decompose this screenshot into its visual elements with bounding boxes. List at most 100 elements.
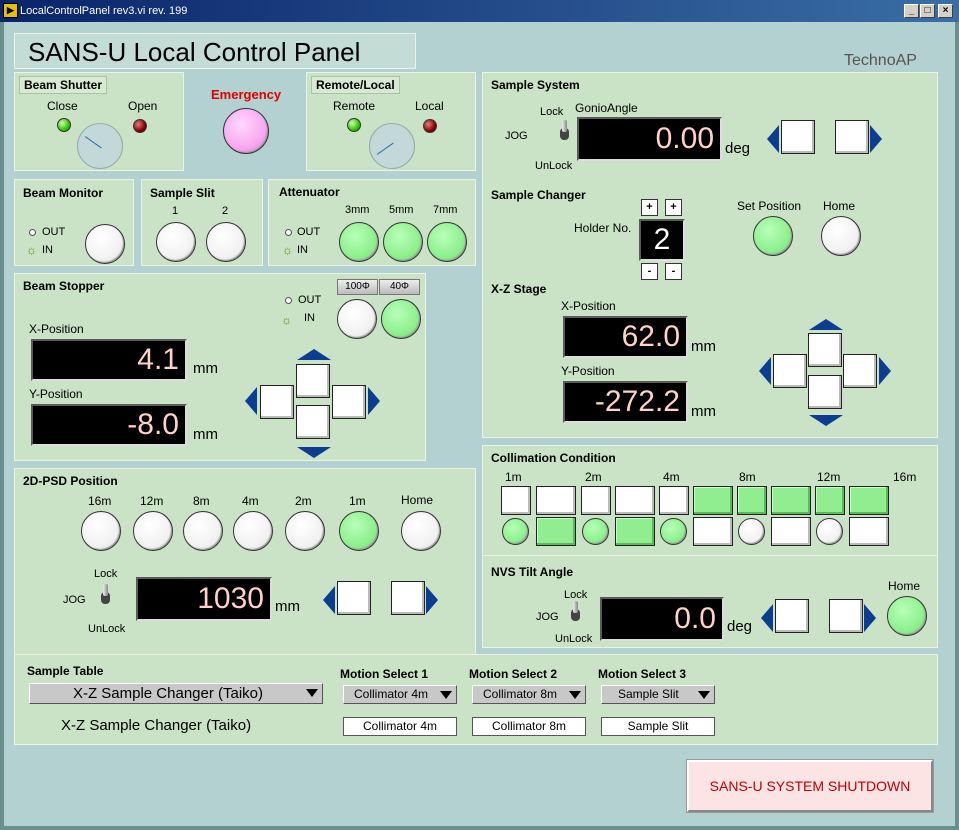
coll-bottom-1[interactable]	[502, 518, 529, 545]
att-3mm-button[interactable]	[339, 222, 379, 262]
coll-top-7[interactable]	[737, 486, 767, 515]
psd-4m-button[interactable]	[233, 511, 273, 551]
motion-select-1-dropdown[interactable]: Collimator 4m	[343, 685, 457, 704]
gonio-right-button[interactable]	[835, 120, 869, 154]
coll-bottom-4[interactable]	[615, 517, 655, 546]
right-arrow-icon[interactable]	[870, 125, 882, 153]
psd-move-left-button[interactable]	[337, 581, 371, 615]
maximize-button[interactable]: □	[920, 4, 935, 18]
changer-home-button[interactable]	[821, 216, 861, 256]
beam-monitor-button[interactable]	[85, 224, 125, 264]
coll-top-8[interactable]	[771, 486, 811, 515]
holder-plus-2-button[interactable]: +	[665, 199, 682, 216]
coll-bottom-3[interactable]	[582, 518, 609, 545]
nvs-left-button[interactable]	[775, 599, 809, 633]
nvs-home-button[interactable]	[887, 596, 927, 636]
right-arrow-icon[interactable]	[426, 586, 438, 614]
gonio-left-button[interactable]	[781, 120, 815, 154]
set-position-button[interactable]	[753, 216, 793, 256]
move-up-button[interactable]	[296, 364, 330, 398]
holder-minus-2-button[interactable]: -	[665, 263, 682, 280]
lock-label: Lock	[540, 106, 564, 118]
xz-y-label: Y-Position	[561, 364, 615, 378]
motion-select-2-dropdown[interactable]: Collimator 8m	[472, 685, 586, 704]
motion-select-3-dropdown[interactable]: Sample Slit	[601, 685, 715, 704]
move-right-button[interactable]	[332, 385, 366, 419]
psd-12m-button[interactable]	[133, 511, 173, 551]
shutter-knob[interactable]	[77, 123, 123, 169]
nvs-home-label: Home	[888, 579, 921, 593]
att-7mm-button[interactable]	[427, 222, 467, 262]
coll-bottom-10[interactable]	[849, 517, 889, 546]
psd-8m-button[interactable]	[183, 511, 223, 551]
unlock-label: UnLock	[88, 623, 126, 635]
slit-1-button[interactable]	[156, 222, 196, 262]
coll-bottom-8[interactable]	[771, 517, 811, 546]
coll-top-10[interactable]	[849, 486, 889, 515]
y-position-label: Y-Position	[29, 387, 83, 401]
lock-toggle[interactable]	[571, 601, 580, 625]
move-down-button[interactable]	[296, 405, 330, 439]
jog-label: JOG	[63, 594, 86, 606]
holder-plus-1-button[interactable]: +	[641, 199, 658, 216]
set-position-label: Set Position	[737, 199, 802, 213]
changer-home-label: Home	[823, 199, 856, 213]
left-arrow-icon[interactable]	[761, 604, 773, 632]
right-arrow-icon[interactable]	[879, 357, 891, 385]
coll-bottom-7[interactable]	[738, 518, 765, 545]
left-arrow-icon[interactable]	[323, 586, 335, 614]
psd-move-right-button[interactable]	[391, 581, 425, 615]
window-title: LocalControlPanel rev3.vi rev. 199	[20, 5, 188, 17]
coll-top-4[interactable]	[615, 486, 655, 515]
coll-top-9[interactable]	[815, 486, 845, 515]
down-arrow-icon[interactable]	[297, 447, 331, 458]
up-arrow-icon[interactable]	[297, 349, 331, 360]
lock-toggle[interactable]	[101, 584, 110, 608]
emergency-button[interactable]	[223, 108, 269, 154]
right-arrow-icon[interactable]	[864, 604, 876, 632]
nvs-right-button[interactable]	[829, 599, 863, 633]
coll-bottom-5[interactable]	[660, 518, 687, 545]
minimize-button[interactable]: _	[904, 4, 919, 18]
psd-home-button[interactable]	[401, 511, 441, 551]
nvs-unit: deg	[727, 618, 753, 635]
left-arrow-icon[interactable]	[759, 357, 771, 385]
tab-40phi[interactable]: 40Φ	[379, 279, 420, 295]
psd-2m-button[interactable]	[285, 511, 325, 551]
att-5mm-button[interactable]	[383, 222, 423, 262]
xz-left-button[interactable]	[773, 354, 807, 388]
xz-down-button[interactable]	[808, 375, 842, 409]
lock-toggle[interactable]	[560, 120, 569, 144]
system-shutdown-button[interactable]: SANS-U SYSTEM SHUTDOWN	[687, 760, 933, 812]
coll-top-6[interactable]	[693, 486, 733, 515]
xz-up-button[interactable]	[808, 333, 842, 367]
left-arrow-icon[interactable]	[767, 125, 779, 153]
stopper-40phi-button[interactable]	[381, 299, 421, 339]
left-arrow-icon[interactable]	[245, 387, 257, 415]
remote-local-knob[interactable]	[369, 123, 415, 169]
coll-bottom-2[interactable]	[536, 517, 576, 546]
psd-2m-label: 2m	[295, 494, 312, 508]
right-arrow-icon[interactable]	[368, 387, 380, 415]
coll-top-5[interactable]	[659, 486, 689, 515]
coll-top-1[interactable]	[501, 486, 531, 515]
coll-bottom-9[interactable]	[816, 518, 843, 545]
stopper-100phi-button[interactable]	[337, 299, 377, 339]
move-left-button[interactable]	[260, 385, 294, 419]
up-arrow-icon[interactable]	[809, 319, 843, 330]
coll-bottom-6[interactable]	[693, 517, 733, 546]
tab-100phi[interactable]: 100Φ	[337, 279, 378, 295]
holder-label: Holder No.	[574, 221, 632, 235]
motion-select-panel: Sample Table X-Z Sample Changer (Taiko) …	[14, 654, 938, 745]
close-button[interactable]: ×	[938, 4, 953, 18]
sample-table-dropdown[interactable]: X-Z Sample Changer (Taiko)	[29, 683, 323, 704]
down-arrow-icon[interactable]	[809, 415, 843, 426]
xz-right-button[interactable]	[843, 354, 877, 388]
holder-minus-1-button[interactable]: -	[641, 263, 658, 280]
psd-1m-button[interactable]	[339, 511, 379, 551]
coll-top-3[interactable]	[581, 486, 611, 515]
slit-2-button[interactable]	[206, 222, 246, 262]
xz-x-label: X-Position	[561, 299, 616, 313]
psd-16m-button[interactable]	[81, 511, 121, 551]
coll-top-2[interactable]	[536, 486, 576, 515]
